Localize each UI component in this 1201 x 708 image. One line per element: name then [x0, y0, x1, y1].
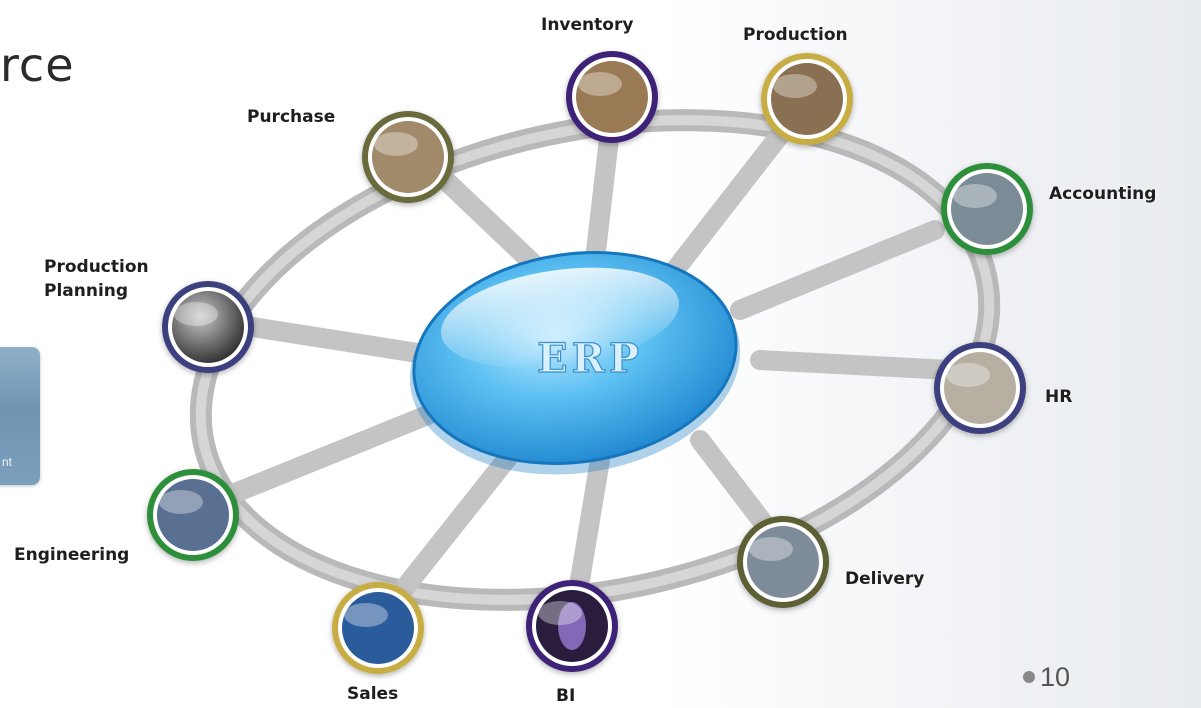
module-node-purchase — [362, 111, 454, 203]
label-production-planning: Production Planning — [44, 255, 149, 303]
label-production: Production — [743, 25, 848, 45]
label-hr: HR — [1045, 387, 1073, 407]
slide-title-fragment: rce — [0, 38, 75, 92]
outer-ring — [189, 109, 1001, 611]
module-node-sales — [332, 582, 424, 674]
module-node-production — [761, 53, 853, 145]
page-number: 10 — [1040, 662, 1071, 692]
side-panel-card: nt — [0, 347, 40, 485]
erp-center-label: ERP — [537, 335, 643, 382]
page-number-bullet — [1023, 671, 1035, 683]
module-node-engineering — [147, 469, 239, 561]
label-delivery: Delivery — [845, 569, 925, 589]
label-sales: Sales — [347, 684, 399, 704]
label-accounting: Accounting — [1049, 184, 1157, 204]
label-purchase: Purchase — [247, 107, 336, 127]
erp-center: ERP — [409, 251, 741, 475]
label-inventory: Inventory — [541, 15, 634, 35]
module-node-delivery — [737, 516, 829, 608]
label-engineering: Engineering — [14, 545, 130, 565]
module-node-bi — [526, 580, 618, 672]
label-production-planning-line-2: Planning — [44, 281, 129, 301]
module-node-inventory — [566, 51, 658, 143]
module-node-hr — [934, 342, 1026, 434]
label-production-planning-line-1: Production — [44, 257, 149, 277]
module-node-accounting — [941, 163, 1033, 255]
spokes — [220, 120, 960, 610]
module-node-production-planning — [162, 281, 254, 373]
side-panel-text: nt — [2, 455, 13, 469]
label-bi: BI — [556, 686, 576, 706]
